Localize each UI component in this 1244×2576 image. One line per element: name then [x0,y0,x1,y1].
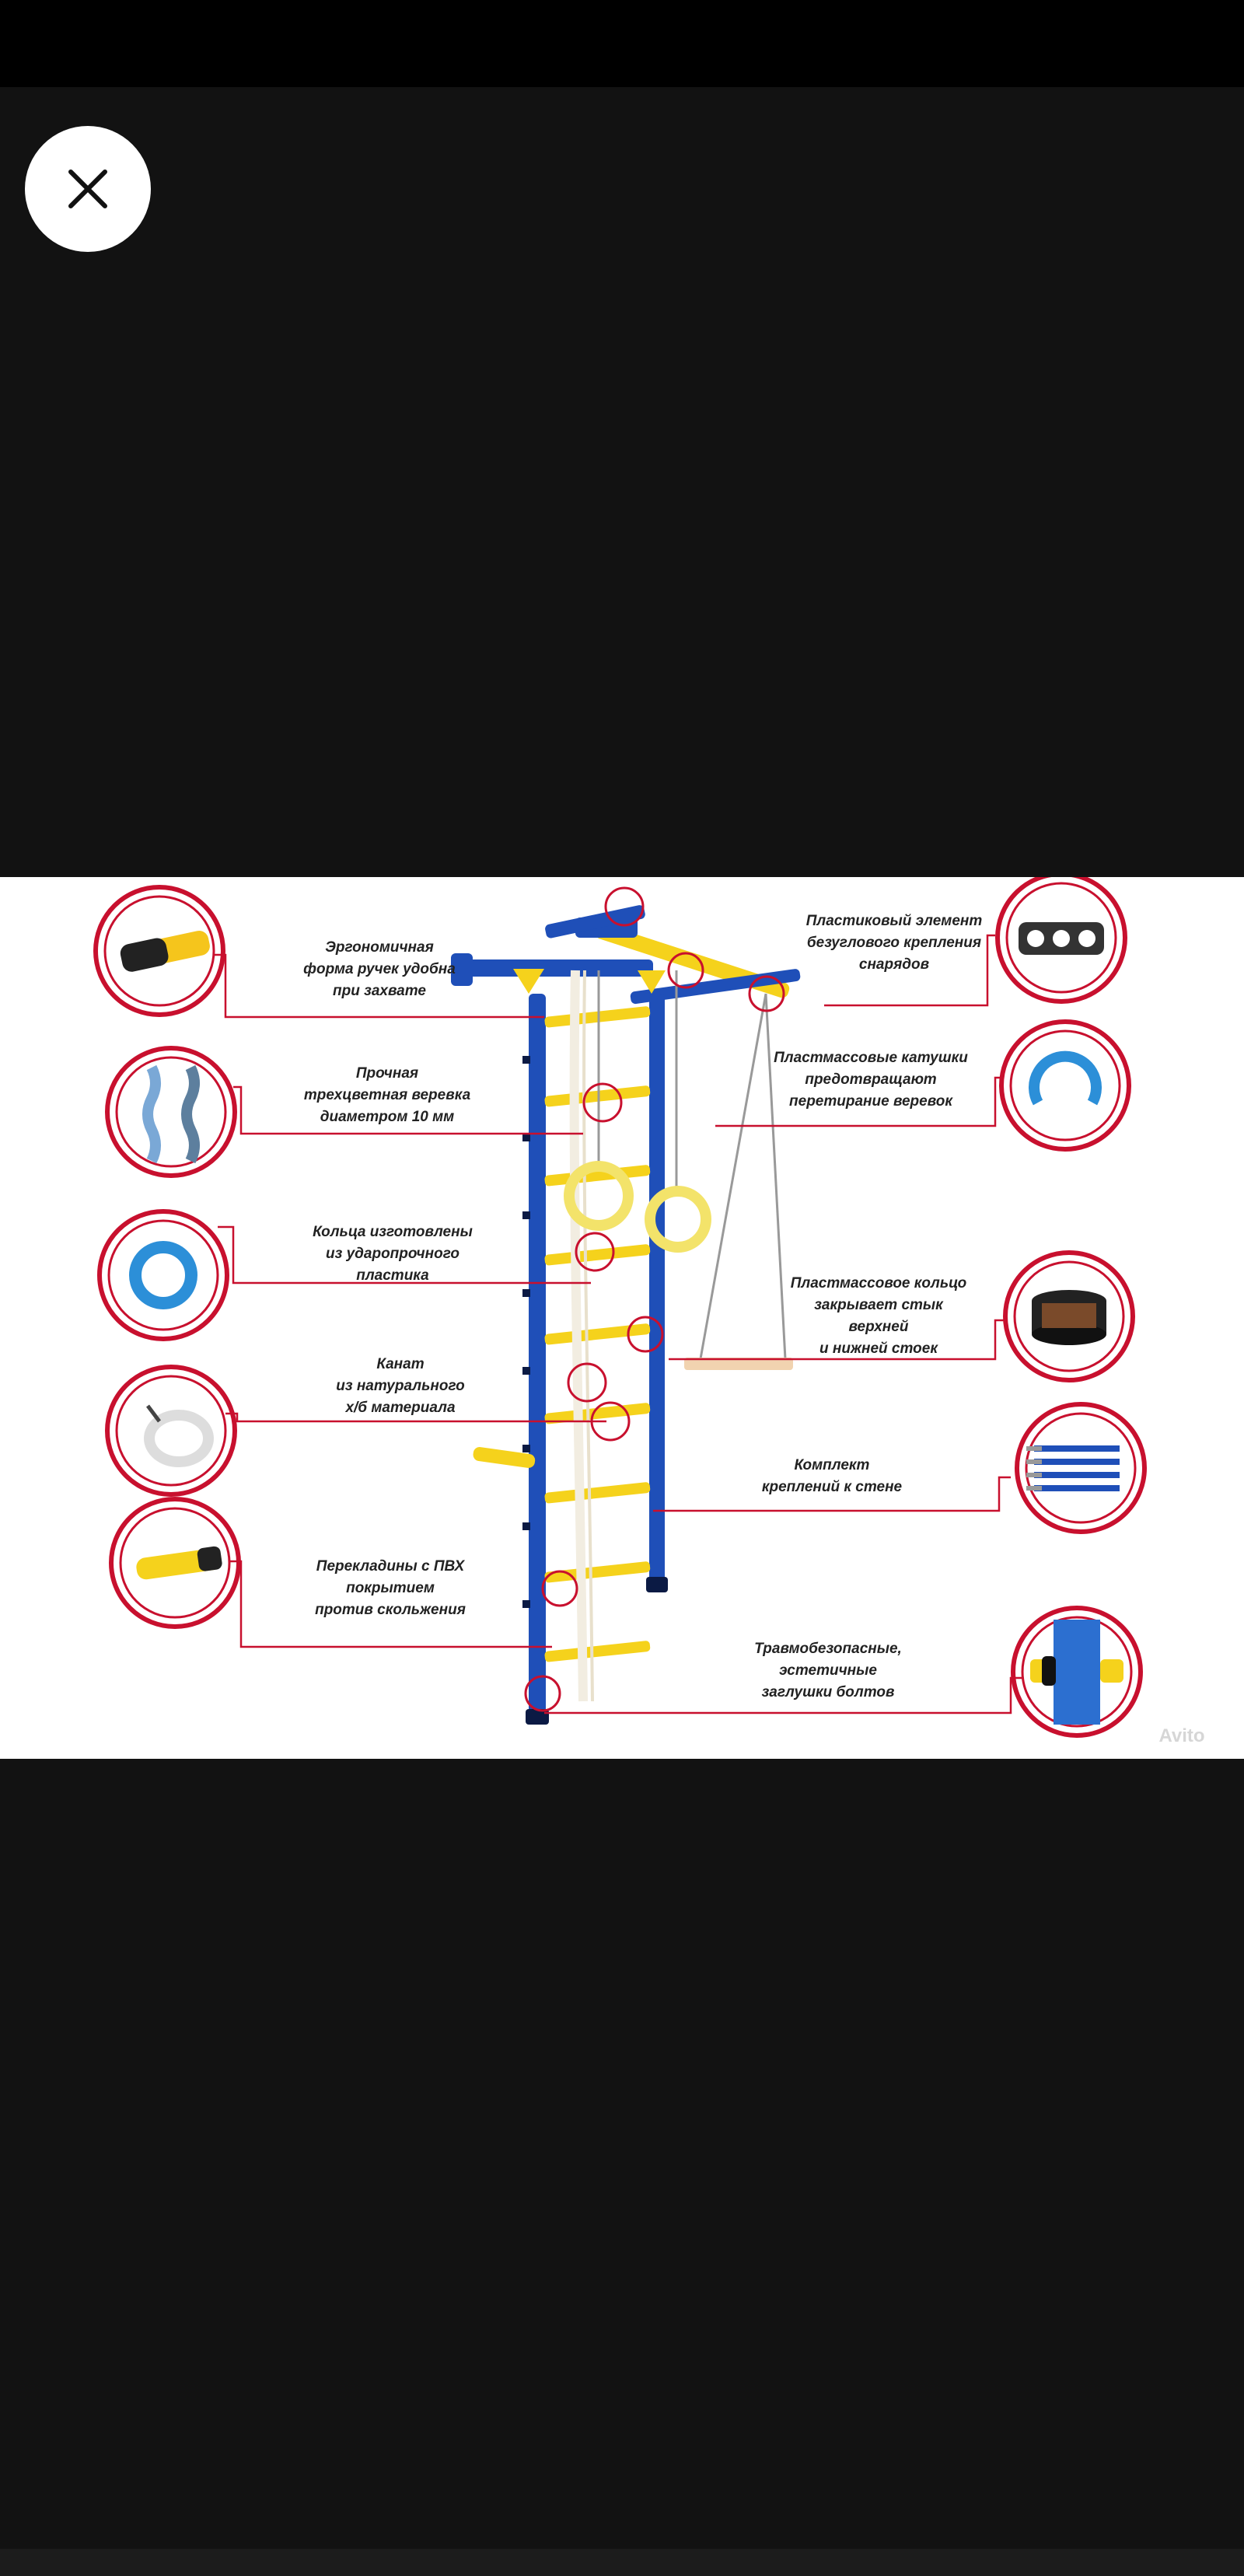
label-line: Пластиковый элемент [806,913,983,929]
label-line: против скольжения [315,1602,466,1618]
label-line: Пластмассовые катушки [774,1050,968,1066]
detail-spool [999,1019,1131,1152]
callout-lines [210,934,1026,1714]
detail-joint-ring [1003,1250,1135,1382]
label-rope: Прочная трехцветная веревка диаметром 10… [304,1065,471,1125]
detail-mount-kit [1015,1402,1147,1534]
swing [684,993,793,1370]
label-line: перетирание веревок [789,1093,953,1110]
label-line: Комплект [795,1457,870,1473]
label-line: из натурального [336,1378,464,1394]
label-line: из ударопрочного [326,1246,460,1262]
label-line: предотвращают [805,1071,936,1088]
label-line: трехцветная веревка [304,1087,471,1103]
status-bar [0,0,1244,87]
label-rungs: Перекладины с ПВХ покрытием против сколь… [315,1558,466,1618]
label-line: х/б материала [344,1400,456,1416]
label-line: Прочная [356,1065,418,1082]
gym-rings [564,970,711,1253]
label-line: покрытием [346,1580,435,1596]
callout-markers [524,886,785,1712]
detail-bolt-cap [1011,1606,1143,1738]
label-handles: Эргономичная форма ручек удобна при захв… [303,939,456,999]
navigation-bar [0,2549,1244,2576]
label-bolt-caps: Травмобезопасные, эстетичные заглушки бо… [754,1641,902,1700]
label-line: форма ручек удобна [303,961,456,977]
avito-watermark: Avito [1158,1725,1204,1746]
detail-rope [105,1046,237,1178]
close-icon [68,170,107,208]
detail-rung [109,1497,241,1629]
label-spools: Пластмассовые катушки предотвращают пере… [774,1050,968,1110]
label-line: снарядов [859,956,929,973]
detail-cable [105,1365,237,1497]
label-line: Пластмассовое кольцо [791,1275,967,1291]
label-line: Травмобезопасные, [754,1641,902,1657]
label-line: Эргономичная [325,939,434,956]
detail-ring [97,1209,229,1341]
label-mount-kit: Комплект креплений к стене [762,1457,903,1495]
rope-ladder [569,970,594,1702]
label-line: безуглового крепления [807,935,981,951]
label-line: и нижней стоек [819,1340,938,1357]
wall-bars-frame [451,905,801,1725]
label-line: Канат [376,1356,424,1372]
detail-plastic-element [995,877,1127,1004]
label-line: эстетичные [779,1662,877,1679]
product-photo: Эргономичная форма ручек удобна при захв… [0,877,1244,1759]
label-line: креплений к стене [762,1479,903,1495]
label-joint-ring: Пластмассовое кольцо закрывает стык верх… [791,1275,967,1357]
label-cable: Канат из натурального х/б материала [336,1356,464,1416]
label-line: заглушки болтов [762,1684,895,1700]
label-line: пластика [356,1267,429,1284]
label-line: закрывает стык [814,1297,944,1313]
label-line: при захвате [333,983,426,999]
label-line: верхней [849,1319,909,1335]
detail-handle [93,885,225,1017]
label-line: Перекладины с ПВХ [316,1558,466,1575]
product-diagram: Эргономичная форма ручек удобна при захв… [93,877,1205,1746]
label-line: диаметром 10 мм [320,1109,455,1125]
label-line: Кольца изготовлены [313,1224,473,1240]
label-plastic-element: Пластиковый элемент безуглового креплени… [806,913,983,973]
close-button[interactable] [25,126,151,252]
label-rings: Кольца изготовлены из ударопрочного плас… [313,1224,473,1284]
